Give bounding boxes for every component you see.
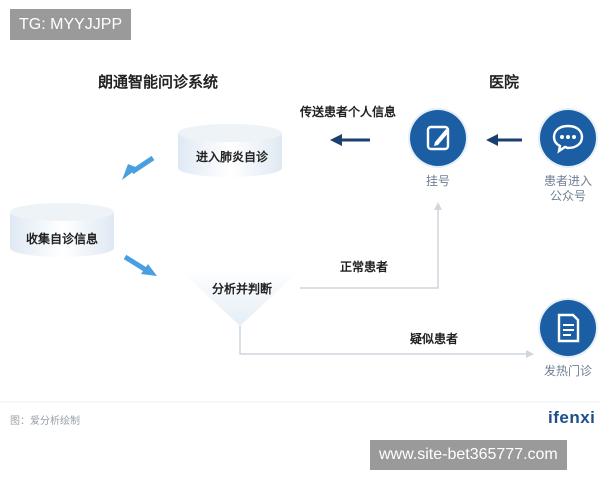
fever-clinic-circle [540, 300, 596, 356]
registration-label: 挂号 [425, 174, 450, 188]
edit-icon [426, 125, 450, 151]
collect-node-label: 收集自诊信息 [26, 232, 99, 246]
analyze-diamond [180, 270, 300, 326]
registration-circle [410, 110, 466, 166]
public-account-label-line1: 患者进入 [543, 174, 592, 188]
arrow-send-info [330, 134, 370, 146]
public-account-label: 患者进入 公众号 [530, 174, 600, 204]
line-normal-patient [300, 202, 442, 289]
line-suspected-patient [239, 326, 534, 358]
suspected-patient-label: 疑似患者 [410, 332, 459, 346]
public-account-circle [540, 110, 596, 166]
arrow-collect-to-analyze [123, 254, 157, 276]
system-title: 朗通智能问诊系统 [98, 73, 219, 91]
arrow-public-to-registration [486, 134, 522, 146]
analyze-node-label: 分析并判断 [212, 282, 273, 296]
fever-clinic-label: 发热门诊 [543, 364, 592, 378]
send-info-label: 传送患者个人信息 [300, 105, 397, 119]
collect-cylinder [10, 203, 114, 257]
source-credit: 图：爱分析绘制 [10, 416, 80, 427]
brand-logo: ifenxi [548, 408, 596, 427]
public-account-label-line2: 公众号 [549, 189, 586, 203]
entry-node-label: 进入肺炎自诊 [196, 150, 269, 164]
hospital-title: 医院 [489, 73, 520, 91]
watermark-top: TG: MYYJJPP [10, 9, 132, 40]
entry-cylinder [178, 124, 282, 177]
arrow-entry-to-collect [122, 155, 155, 180]
normal-patient-label: 正常患者 [340, 260, 389, 274]
document-icon [557, 313, 580, 343]
watermark-bottom: www.site-bet365777.com [370, 440, 567, 470]
chat-bubble-icon [552, 124, 584, 154]
